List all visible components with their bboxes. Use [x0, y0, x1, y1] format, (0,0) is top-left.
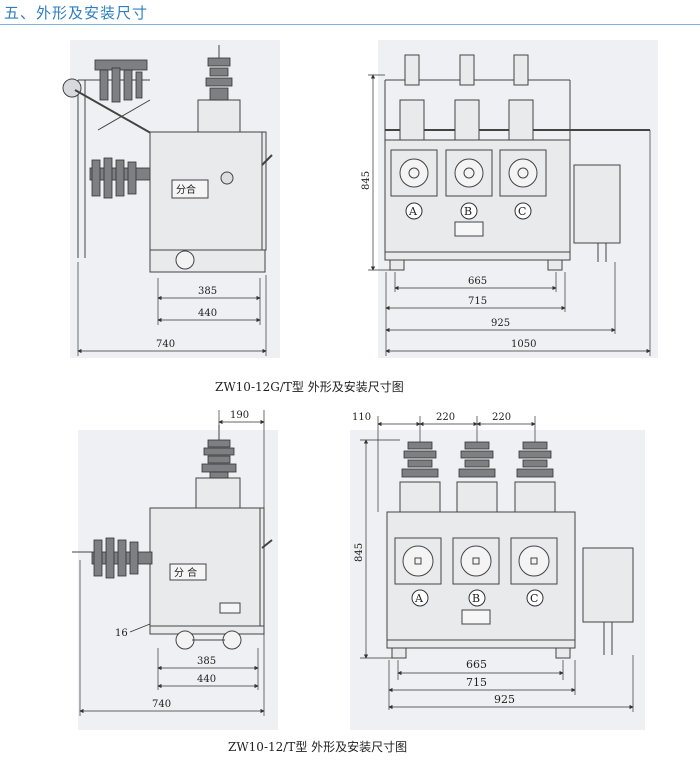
upper-insulator: [94, 59, 148, 103]
section-header: 五、外形及安装尺寸: [0, 0, 700, 26]
switch-label: 分合: [176, 183, 196, 196]
phase-a-label-2: A: [414, 592, 424, 605]
switch-box: [171, 179, 209, 199]
phase-c-label-2: C: [530, 592, 538, 605]
dim-220-a: 220: [436, 412, 455, 423]
dim-110: 110: [352, 412, 371, 423]
section-title: 五、外形及安装尺寸: [4, 4, 149, 22]
dim-715-2: 715: [466, 676, 487, 689]
dim-925-1: 925: [491, 318, 510, 329]
diagram1-front-view: A B C 845 665 715 925 1050: [361, 54, 651, 356]
dim-440-2: 440: [197, 674, 216, 685]
lower-insulator: [89, 157, 151, 199]
dim-715-1: 715: [468, 296, 487, 307]
diagram2-side-view: 分 合 190 16 385 440 740: [72, 410, 273, 716]
switch-label-2: 分 合: [174, 566, 197, 579]
phase-insulators: [399, 441, 556, 513]
dim-740-2: 740: [152, 699, 171, 710]
diagram2-front-view: A B C 110 220 220 845 665: [352, 412, 634, 712]
dim-190: 190: [230, 410, 249, 421]
dim-1050-1: 1050: [511, 339, 536, 350]
dim-845-2: 845: [354, 543, 365, 562]
dim-665-1: 665: [468, 276, 487, 287]
phase-a-label-1: A: [408, 205, 418, 218]
top-insulator-1: [197, 45, 241, 133]
dim-440: 440: [198, 308, 217, 319]
diagram1-side-view: 分合 385 440 740: [62, 45, 273, 356]
left-insulator-2: [91, 537, 153, 579]
dim-385: 385: [198, 286, 217, 297]
dim-16: 16: [115, 628, 128, 639]
header-divider: [0, 24, 700, 25]
dim-740: 740: [156, 339, 175, 350]
dim-665-2: 665: [466, 658, 487, 671]
diagram1-caption: ZW10-12G/T型 外形及安装尺寸图: [215, 380, 404, 394]
dim-925-2: 925: [494, 693, 515, 706]
dim-385-2: 385: [197, 656, 216, 667]
phase-b-label-2: B: [472, 592, 480, 605]
phase-b-label-1: B: [464, 205, 472, 218]
phase-c-label-1: C: [518, 205, 526, 218]
diagram2-caption: ZW10-12/T型 外形及安装尺寸图: [228, 740, 408, 754]
dim-220-b: 220: [492, 412, 511, 423]
dim-845-1: 845: [361, 171, 372, 190]
top-insulator-2: [195, 425, 241, 509]
